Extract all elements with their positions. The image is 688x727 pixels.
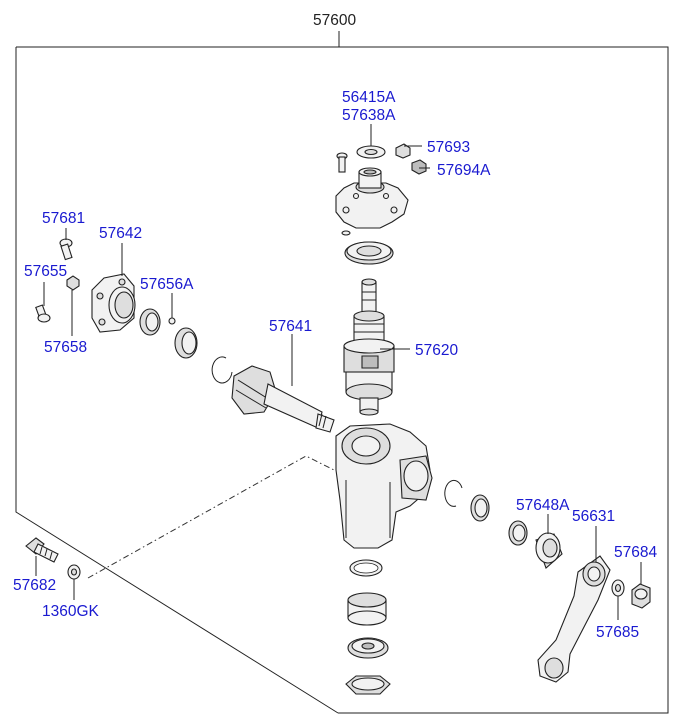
callout-56631[interactable]: 56631 [572, 508, 615, 525]
lock-nut-bottom [345, 675, 391, 695]
callout-57656a[interactable]: 57656A [140, 276, 194, 293]
bearing-left [174, 327, 198, 359]
sector-shaft-57641 [231, 365, 335, 433]
reference-dash-line [87, 455, 339, 579]
callout-57658[interactable]: 57658 [44, 339, 87, 356]
washer-56415a [356, 145, 386, 159]
callout-1360gk[interactable]: 1360GK [42, 603, 100, 620]
callout-57648a[interactable]: 57648A [516, 497, 570, 514]
snap-ring-right [444, 479, 463, 507]
seal-right [535, 532, 563, 569]
callout-57684[interactable]: 57684 [614, 544, 657, 561]
seal-57656a [139, 308, 176, 336]
assembly-number: 57600 [313, 12, 356, 29]
washer-57648a [508, 520, 528, 546]
bearing-right [470, 494, 490, 522]
callout-56415a[interactable]: 56415A [342, 89, 396, 106]
pitman-arm-56631 [537, 555, 611, 683]
callout-57620[interactable]: 57620 [415, 342, 458, 359]
gear-box-housing [335, 423, 433, 549]
o-ring-bottom [349, 559, 383, 577]
callout-57638a[interactable]: 57638A [342, 107, 396, 124]
leader-lines [35, 124, 642, 620]
nut-57694a [411, 159, 427, 175]
sleeve-bottom [347, 592, 387, 626]
callout-57641[interactable]: 57641 [269, 318, 312, 335]
callout-57693[interactable]: 57693 [427, 139, 470, 156]
assembly-frame [15, 31, 669, 714]
washer-1360gk [67, 564, 81, 580]
bearing-bottom [347, 637, 389, 659]
snap-ring-left [211, 356, 233, 384]
nut-57658 [66, 275, 80, 291]
nut-57684 [631, 583, 651, 609]
input-shaft-valve-57620 [343, 278, 395, 416]
valve-housing-cover [335, 167, 409, 236]
callout-57642[interactable]: 57642 [99, 225, 142, 242]
callout-57682[interactable]: 57682 [13, 577, 56, 594]
bolt-57681 [59, 238, 73, 261]
bleed-fitting-57693 [395, 143, 411, 159]
washer-57685 [611, 579, 625, 597]
callout-57681[interactable]: 57681 [42, 210, 85, 227]
callout-57685[interactable]: 57685 [596, 624, 639, 641]
callout-57694a[interactable]: 57694A [437, 162, 491, 179]
bolt-57655 [35, 304, 51, 323]
bolt-small-top [336, 152, 348, 173]
bolt-57682 [25, 537, 59, 563]
oil-seal-top [344, 241, 394, 265]
callout-57655[interactable]: 57655 [24, 263, 67, 280]
side-cover-57642 [91, 273, 136, 333]
